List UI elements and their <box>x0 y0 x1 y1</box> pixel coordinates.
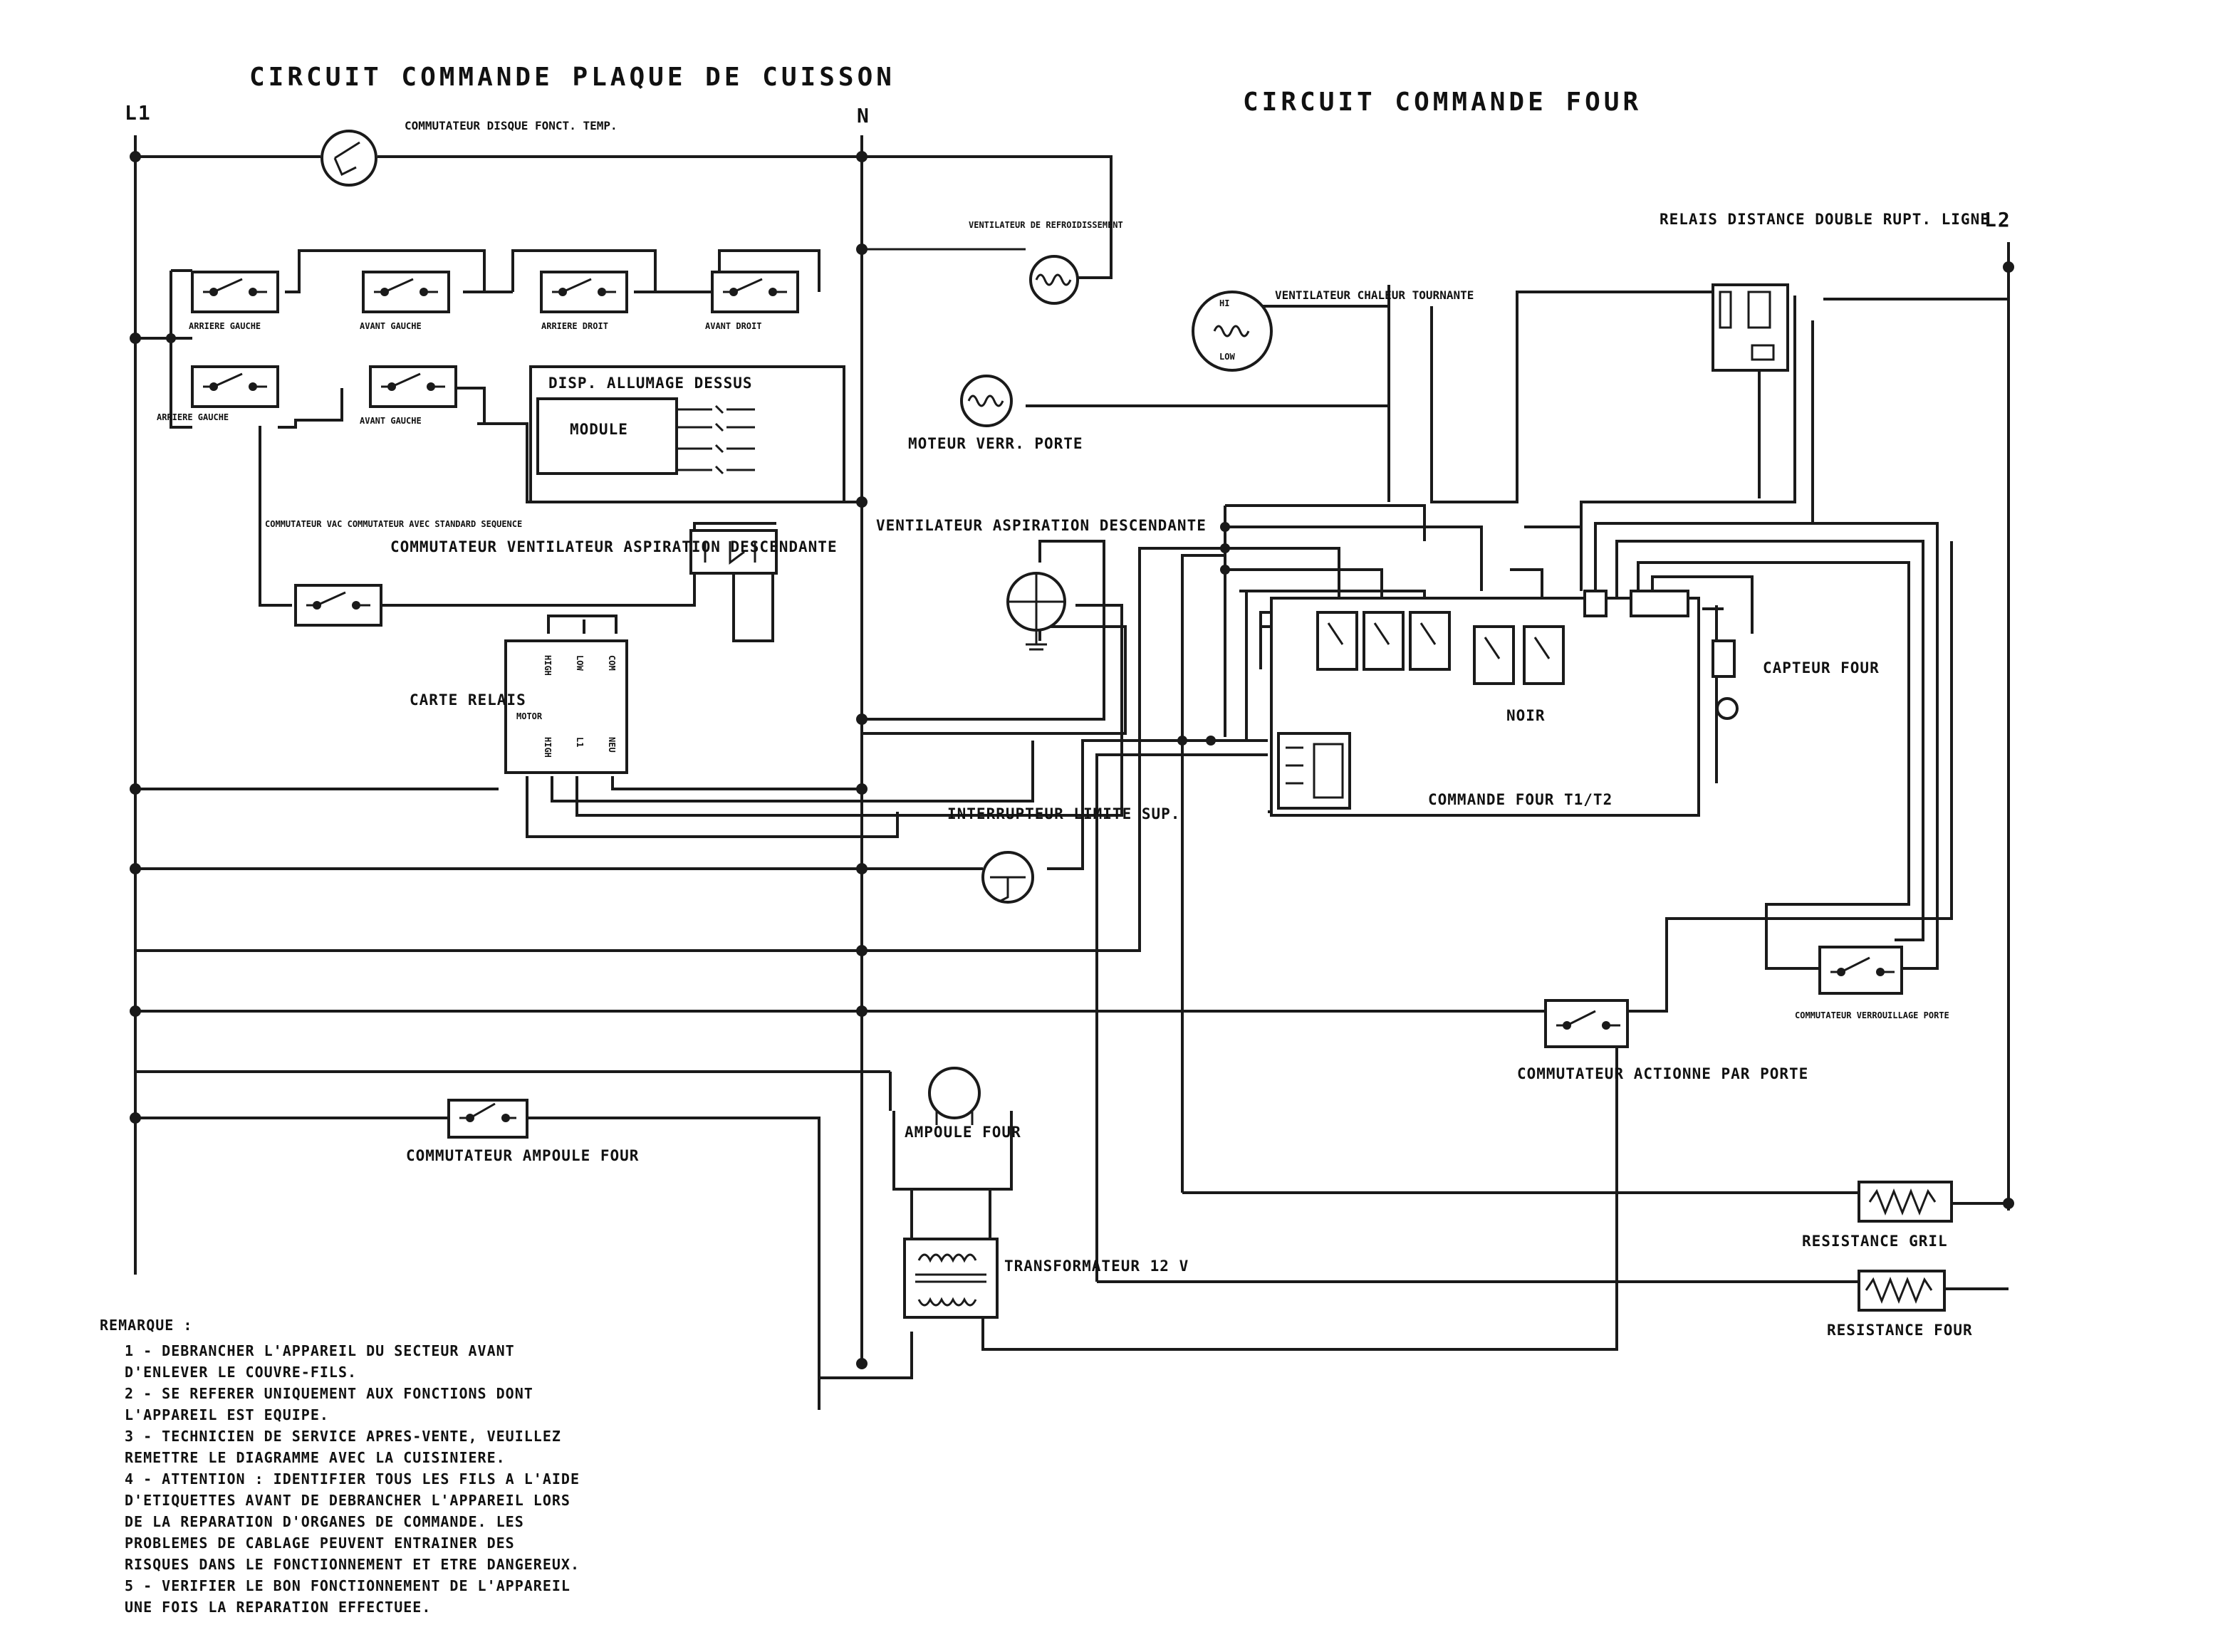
disk-switch-label: COMMUTATEUR DISQUE FONCT. TEMP. <box>405 119 618 132</box>
convection-fan-low: LOW <box>1219 352 1235 362</box>
downdraft-fan-switch: COMMUTATEUR VENTILATEUR ASPIRATION DESCE… <box>390 529 838 575</box>
note-line: D'ENLEVER LE COUVRE-FILS. <box>125 1364 357 1381</box>
broil-element-label: RESISTANCE GRIL <box>1802 1233 1948 1250</box>
burner-switch-rear-left-2: ARRIERE GAUCHE <box>157 365 279 422</box>
junction-dots <box>130 151 2014 1369</box>
note-line: 1 - DEBRANCHER L'APPAREIL DU SECTEUR AVA… <box>125 1342 515 1359</box>
burner-switch-front-left-label: AVANT GAUCHE <box>360 321 422 331</box>
label-l2: L2 <box>1984 208 2011 231</box>
door-lock-switch: COMMUTATEUR VERROUILLAGE PORTE <box>1795 946 1949 1020</box>
bake-element-label: RESISTANCE FOUR <box>1827 1322 1973 1339</box>
lock-motor-label: MOTEUR VERR. PORTE <box>908 435 1083 452</box>
door-lock-switch-label: COMMUTATEUR VERROUILLAGE PORTE <box>1795 1010 1949 1020</box>
downdraft-small-switch-label: COMMUTATEUR VAC COMMUTATEUR AVEC STANDAR… <box>265 519 522 529</box>
convection-fan-label: VENTILATEUR CHALEUR TOURNANTE <box>1275 288 1474 302</box>
relay-board: HIGH LOW COM MOTOR HIGH L1 NEU CARTE REL… <box>410 639 628 774</box>
label-n: N <box>857 104 870 127</box>
burner-switch-front-right-label: AVANT DROIT <box>705 321 761 331</box>
module-label: MODULE <box>570 421 628 438</box>
disk-switch: COMMUTATEUR DISQUE FONCT. TEMP. <box>321 119 618 187</box>
relay-board-pin-1: HIGH <box>543 655 553 676</box>
note-line: REMETTRE LE DIAGRAMME AVEC LA CUISINIERE… <box>125 1449 506 1466</box>
downdraft-fan-label: VENTILATEUR ASPIRATION DESCENDANTE <box>876 517 1207 534</box>
noir-label: NOIR <box>1506 707 1546 724</box>
title-oven-circuit: CIRCUIT COMMANDE FOUR <box>1243 88 1642 117</box>
relay-board-pin-5: HIGH <box>543 737 553 758</box>
oven-control: COMMANDE FOUR T1/T2 NOIR <box>1270 590 1700 817</box>
title-cooktop-circuit: CIRCUIT COMMANDE PLAQUE DE CUISSON <box>249 63 895 92</box>
label-l1: L1 <box>125 101 152 125</box>
note-line: 4 - ATTENTION : IDENTIFIER TOUS LES FILS… <box>125 1470 580 1488</box>
limit-switch: INTERRUPTEUR LIMITE SUP. <box>947 805 1180 904</box>
transformer-label: TRANSFORMATEUR 12 V <box>1004 1258 1189 1275</box>
ignition-label: DISP. ALLUMAGE DESSUS <box>548 375 753 392</box>
oven-lamp: AMPOULE FOUR <box>905 1067 1021 1141</box>
relay-board-pin-2: LOW <box>575 655 585 671</box>
note-line: D'ETIQUETTES AVANT DE DEBRANCHER L'APPAR… <box>125 1492 571 1509</box>
burner-switch-front-left-2-label: AVANT GAUCHE <box>360 416 422 426</box>
door-switch-label: COMMUTATEUR ACTIONNE PAR PORTE <box>1517 1065 1808 1082</box>
burner-switch-front-left: AVANT GAUCHE <box>360 271 450 331</box>
note-line: PROBLEMES DE CABLAGE PEUVENT ENTRAINER D… <box>125 1535 515 1552</box>
relay-board-pin-6: L1 <box>575 737 585 747</box>
note-line: L'APPAREIL EST EQUIPE. <box>125 1406 329 1423</box>
note-line: DE LA REPARATION D'ORGANES DE COMMANDE. … <box>125 1513 524 1530</box>
oven-lamp-label: AMPOULE FOUR <box>905 1124 1021 1141</box>
oven-control-label: COMMANDE FOUR T1/T2 <box>1428 791 1613 808</box>
note-line: RISQUES DANS LE FONCTIONNEMENT ET ETRE D… <box>125 1556 580 1573</box>
bus-lines <box>134 135 2010 1367</box>
transformer: TRANSFORMATEUR 12 V <box>903 1238 1189 1319</box>
broil-element: RESISTANCE GRIL <box>1802 1181 1953 1250</box>
door-switch: COMMUTATEUR ACTIONNE PAR PORTE <box>1517 999 1808 1082</box>
relay-board-pin-3: COM <box>607 655 617 671</box>
burner-switch-rear-right-label: ARRIERE DROIT <box>541 321 608 331</box>
burner-switch-rear-left-label: ARRIERE GAUCHE <box>189 321 261 331</box>
burner-switch-front-right: AVANT DROIT <box>705 271 799 331</box>
ignition-module: DISP. ALLUMAGE DESSUS MODULE <box>529 365 845 503</box>
relay-distance: RELAIS DISTANCE DOUBLE RUPT. LIGNE <box>1660 211 1990 372</box>
burner-switch-rear-left-2-label: ARRIERE GAUCHE <box>157 412 229 422</box>
relay-board-pin-7: NEU <box>607 737 617 753</box>
light-switch: COMMUTATEUR AMPOULE FOUR <box>406 1099 639 1164</box>
limit-switch-label: INTERRUPTEUR LIMITE SUP. <box>947 805 1180 822</box>
convection-fan: HI LOW VENTILATEUR CHALEUR TOURNANTE <box>1192 288 1474 372</box>
note-line: 2 - SE REFERER UNIQUEMENT AUX FONCTIONS … <box>125 1385 533 1402</box>
bake-element: RESISTANCE FOUR <box>1827 1270 1973 1339</box>
note-line: 5 - VERIFIER LE BON FONCTIONNEMENT DE L'… <box>125 1577 571 1594</box>
light-switch-label: COMMUTATEUR AMPOULE FOUR <box>406 1147 639 1164</box>
burner-switch-rear-left: ARRIERE GAUCHE <box>189 271 279 331</box>
note-line: UNE FOIS LA REPARATION EFFECTUEE. <box>125 1599 431 1616</box>
downdraft-small-switch: COMMUTATEUR VAC COMMUTATEUR AVEC STANDAR… <box>265 519 522 627</box>
notes-heading: REMARQUE : <box>100 1317 192 1334</box>
cooling-fan-label: VENTILATEUR DE REFROIDISSEMENT <box>969 220 1123 230</box>
cooling-fan: VENTILATEUR DE REFROIDISSEMENT <box>969 220 1123 305</box>
relay-distance-label: RELAIS DISTANCE DOUBLE RUPT. LIGNE <box>1660 211 1990 228</box>
downdraft-fan-switch-label: COMMUTATEUR VENTILATEUR ASPIRATION DESCE… <box>390 538 838 555</box>
convection-fan-hi: HI <box>1219 298 1229 308</box>
oven-sensor-label: CAPTEUR FOUR <box>1763 659 1880 676</box>
burner-switch-front-left-2: AVANT GAUCHE <box>360 365 457 426</box>
note-line: 3 - TECHNICIEN DE SERVICE APRES-VENTE, V… <box>125 1428 561 1445</box>
notes: REMARQUE : 1 - DEBRANCHER L'APPAREIL DU … <box>100 1317 580 1616</box>
downdraft-fan: VENTILATEUR ASPIRATION DESCENDANTE <box>876 517 1207 651</box>
oven-sensor: CAPTEUR FOUR <box>1712 639 1880 720</box>
lock-motor: MOTEUR VERR. PORTE <box>908 375 1083 452</box>
relay-board-label: CARTE RELAIS <box>410 691 526 709</box>
relay-board-pin-4: MOTOR <box>516 711 543 721</box>
burner-switch-rear-right: ARRIERE DROIT <box>540 271 628 331</box>
